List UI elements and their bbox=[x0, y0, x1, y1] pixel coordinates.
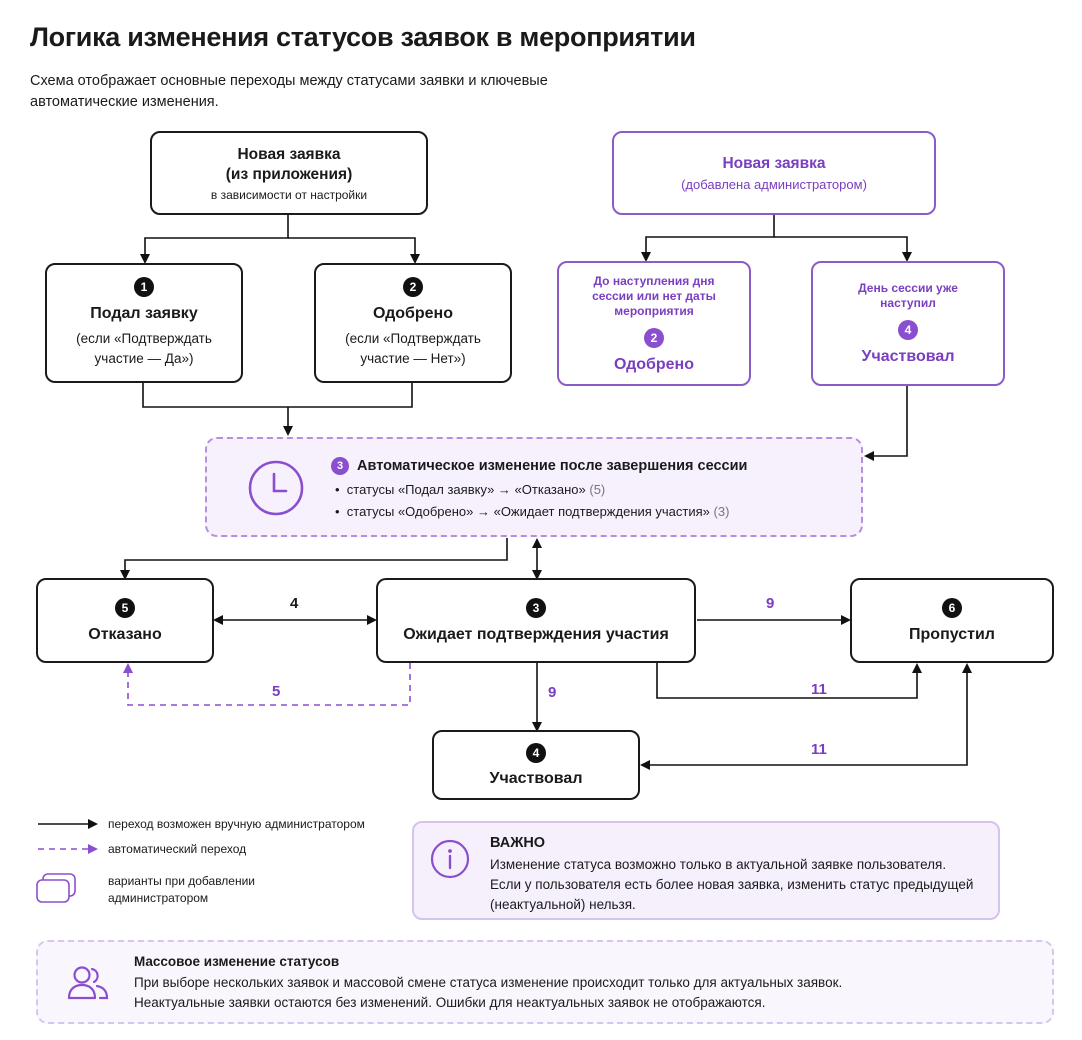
edge-label-awaiting-missed: 9 bbox=[766, 595, 775, 612]
node-admin-before: До наступления дня сессии или нет даты м… bbox=[557, 261, 751, 386]
auto-change-badge: 3 bbox=[331, 457, 349, 475]
node-admin-day-badge: 4 bbox=[898, 320, 918, 340]
node-missed: 6 Пропустил bbox=[850, 578, 1054, 663]
node-submitted-cond: (если «Подтверждать участие — Да») bbox=[76, 331, 212, 366]
arrow-admin-to-day bbox=[774, 236, 912, 262]
node-admin-day: День сессии уже наступил 4 Участвовал bbox=[811, 261, 1005, 386]
auto-change-header: 3 Автоматическое изменение после заверше… bbox=[331, 457, 747, 475]
node-submitted: 1 Подал заявку (если «Подтверждать участ… bbox=[45, 263, 243, 383]
info-icon bbox=[430, 839, 470, 879]
arrow-auto-to-rejected bbox=[120, 538, 508, 580]
arrow-statuses-to-auto bbox=[142, 383, 413, 434]
node-new-app-title1: Новая заявка bbox=[237, 145, 341, 163]
node-admin-day-title: Участвовал bbox=[861, 348, 955, 365]
auto-change-rule2: • статусы «Одобрено» → «Ожидает подтверж… bbox=[335, 504, 730, 519]
arrow-awaiting-to-missed-11 bbox=[656, 663, 922, 699]
node-participated-badge: 4 bbox=[526, 742, 546, 763]
node-awaiting: 3 Ожидает подтверждения участия bbox=[376, 578, 696, 663]
node-awaiting-badge: 3 bbox=[526, 597, 546, 618]
node-awaiting-title: Ожидает подтверждения участия bbox=[403, 625, 669, 643]
important-note: ВАЖНО Изменение статуса возможно только … bbox=[412, 821, 1000, 920]
auto-change-rule1-ref: (5) bbox=[589, 482, 606, 497]
node-new-admin-title: Новая заявка bbox=[722, 154, 826, 172]
node-admin-before-title: Одобрено bbox=[614, 355, 694, 373]
mass-change-heading: Массовое изменение статусов bbox=[134, 954, 340, 969]
arrow-new-to-submitted bbox=[140, 214, 289, 264]
auto-change-panel: 3 Автоматическое изменение после заверше… bbox=[205, 437, 863, 537]
node-submitted-badge: 1 bbox=[134, 277, 154, 297]
node-submitted-title: Подал заявку bbox=[90, 305, 198, 322]
mass-change-note: Массовое изменение статусов При выборе н… bbox=[36, 940, 1054, 1024]
edge-label-awaiting-missed-11: 11 bbox=[811, 681, 827, 698]
node-new-app: Новая заявка (из приложения) в зависимос… bbox=[150, 131, 428, 215]
node-admin-before-badge: 2 bbox=[644, 327, 664, 348]
edge-label-missed-participated: 11 bbox=[811, 741, 827, 758]
auto-change-rule1: • статусы «Подал заявку» → «Отказано» (5… bbox=[335, 482, 606, 497]
arrow-day-to-auto bbox=[864, 386, 908, 461]
node-missed-badge: 6 bbox=[942, 597, 962, 618]
mass-change-text1: При выборе нескольких заявок и массовой … bbox=[134, 975, 843, 990]
node-approved-cond: (если «Подтверждать участие — Нет») bbox=[345, 331, 481, 366]
page-title: Логика изменения статусов заявок в мероп… bbox=[30, 22, 696, 52]
users-icon bbox=[67, 966, 109, 1000]
node-rejected-title: Отказано bbox=[88, 625, 162, 643]
legend-auto: автоматический переход bbox=[108, 842, 247, 856]
node-rejected: 5 Отказано bbox=[36, 578, 214, 663]
node-new-admin-note: (добавлена администратором) bbox=[681, 176, 867, 192]
auto-change-rule1-text: статусы «Подал заявку» → «Отказано» bbox=[346, 482, 586, 497]
node-approved-badge: 2 bbox=[403, 277, 423, 297]
legend-variants: варианты при добавлении администратором bbox=[108, 874, 256, 905]
arrow-new-to-approved bbox=[288, 237, 420, 264]
node-approved-title: Одобрено bbox=[373, 305, 453, 322]
arrow-admin-to-before bbox=[641, 214, 775, 262]
edge-label-awaiting-rejected-auto: 5 bbox=[272, 683, 281, 700]
arrow-awaiting-to-rejected-auto bbox=[123, 663, 411, 706]
auto-change-rule2-ref: (3) bbox=[713, 504, 730, 519]
node-missed-title: Пропустил bbox=[909, 625, 995, 643]
mass-change-text2: Неактуальные заявки остаются без изменен… bbox=[134, 995, 766, 1010]
clock-icon bbox=[248, 460, 304, 516]
node-admin-before-cond: До наступления дня сессии или нет даты м… bbox=[592, 273, 716, 318]
auto-change-title: Автоматическое изменение после завершени… bbox=[357, 458, 748, 474]
node-admin-day-cond: День сессии уже наступил bbox=[858, 281, 958, 310]
node-approved: 2 Одобрено (если «Подтверждать участие —… bbox=[314, 263, 512, 383]
arrow-missed-participated bbox=[640, 663, 972, 770]
node-participated-title: Участвовал bbox=[489, 769, 583, 787]
node-participated: 4 Участвовал bbox=[432, 730, 640, 800]
important-text: Изменение статуса возможно только в акту… bbox=[490, 857, 974, 912]
edge-label-awaiting-participated: 9 bbox=[548, 684, 557, 701]
important-heading: ВАЖНО bbox=[490, 835, 546, 851]
node-rejected-badge: 5 bbox=[115, 597, 135, 618]
edge-label-rejected-awaiting: 4 bbox=[290, 595, 299, 612]
node-new-admin: Новая заявка (добавлена администратором) bbox=[612, 131, 936, 215]
page-subtitle: Схема отображает основные переходы между… bbox=[30, 73, 548, 110]
node-new-app-title2: (из приложения) bbox=[225, 165, 353, 183]
auto-change-rule2-text: статусы «Одобрено» → «Ожидает подтвержде… bbox=[346, 504, 710, 519]
node-new-app-note: в зависимости от настройки bbox=[210, 187, 368, 202]
legend-variants-icon bbox=[36, 873, 76, 903]
legend-manual: переход возможен вручную администратором bbox=[108, 817, 365, 831]
